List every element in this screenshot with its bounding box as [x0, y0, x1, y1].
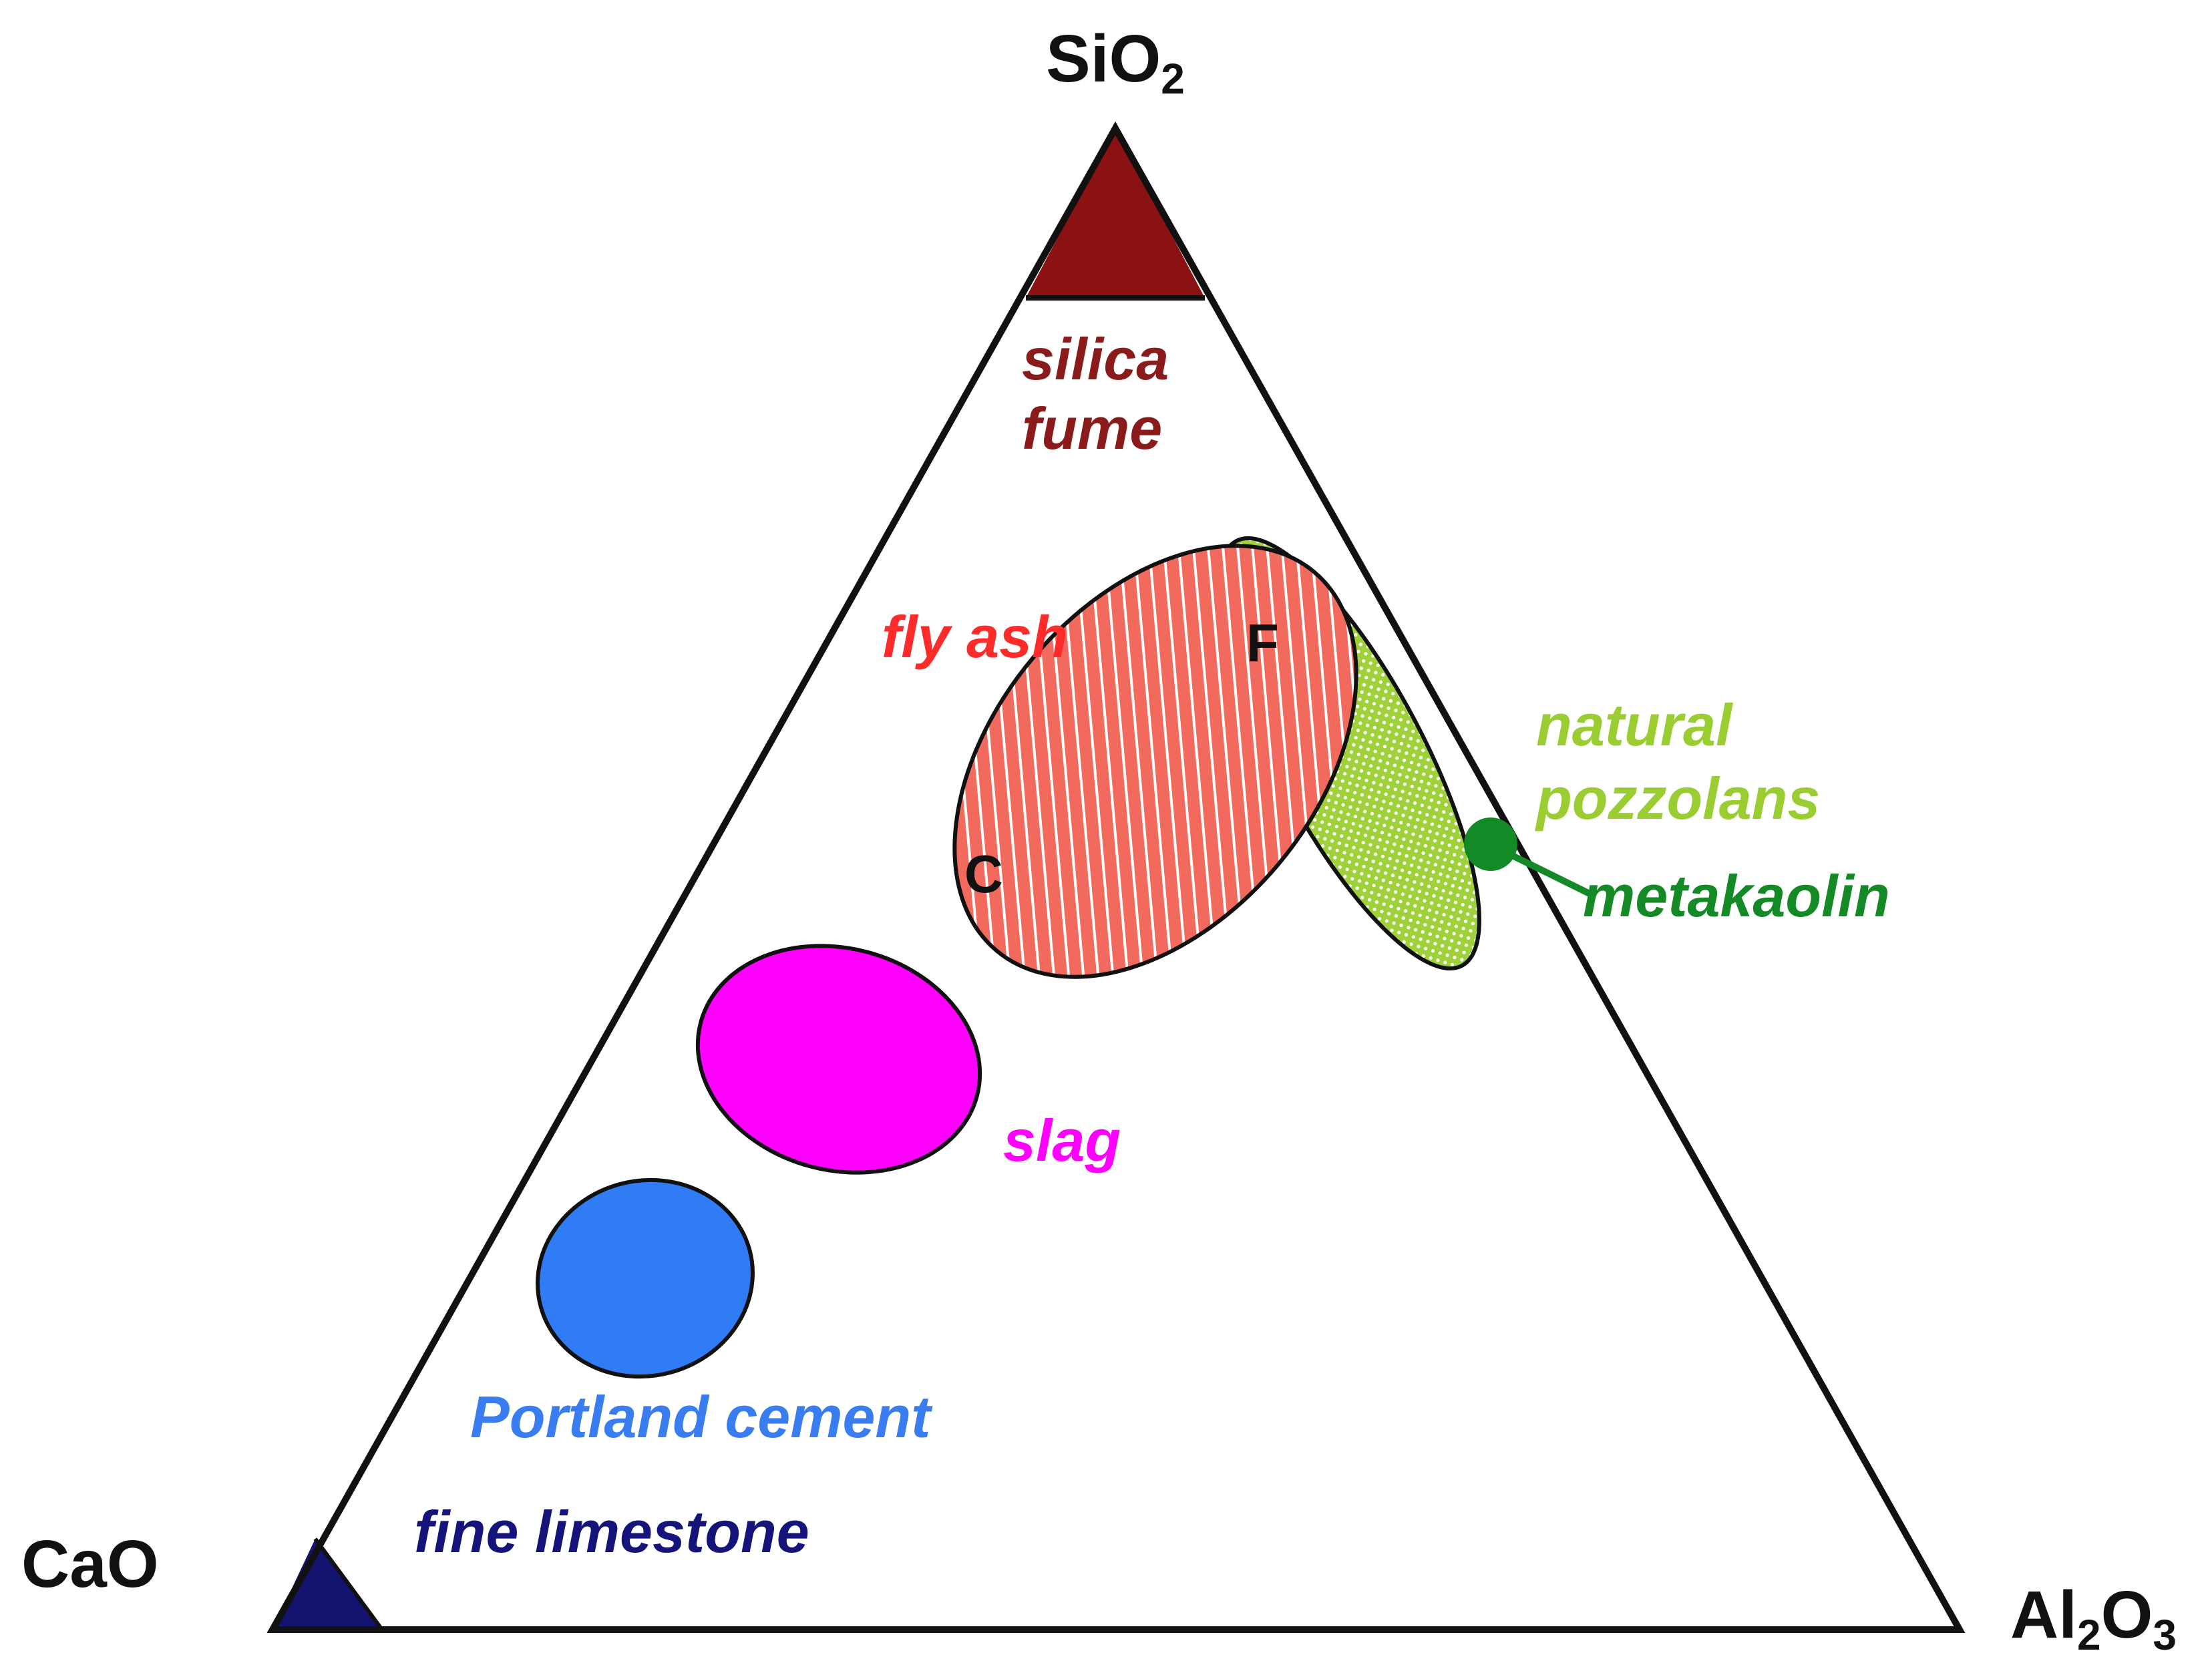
portland-cement-region	[536, 1177, 755, 1379]
fine-limestone-corner-marker	[272, 1539, 382, 1630]
silica-fume-label: silica fume	[1022, 326, 1185, 461]
vertex-label-sio2: SiO2	[1046, 21, 1185, 103]
metakaolin-point	[1464, 817, 1517, 871]
fine-limestone-label: fine limestone	[414, 1499, 809, 1565]
slag-region	[695, 944, 982, 1175]
silica-fume-corner-marker	[1026, 128, 1205, 298]
fly-ash-class-c-label: C	[964, 844, 1003, 904]
fly-ash-label: fly ash	[882, 604, 1068, 670]
portland-cement-label: Portland cement	[470, 1384, 933, 1450]
natural-pozzolans-label: natural pozzolans	[1535, 692, 1820, 831]
fine-limestone-cap-line	[313, 1537, 384, 1631]
slag-label: slag	[1003, 1107, 1121, 1173]
metakaolin-label: metakaolin	[1583, 863, 1890, 929]
ternary-triangle-outline	[266, 121, 1966, 1633]
vertex-label-al2o3: Al2O3	[2010, 1578, 2177, 1659]
fly-ash-class-f-label: F	[1246, 613, 1279, 673]
fly-ash-region	[952, 544, 1358, 979]
vertex-label-cao: CaO	[21, 1527, 159, 1602]
